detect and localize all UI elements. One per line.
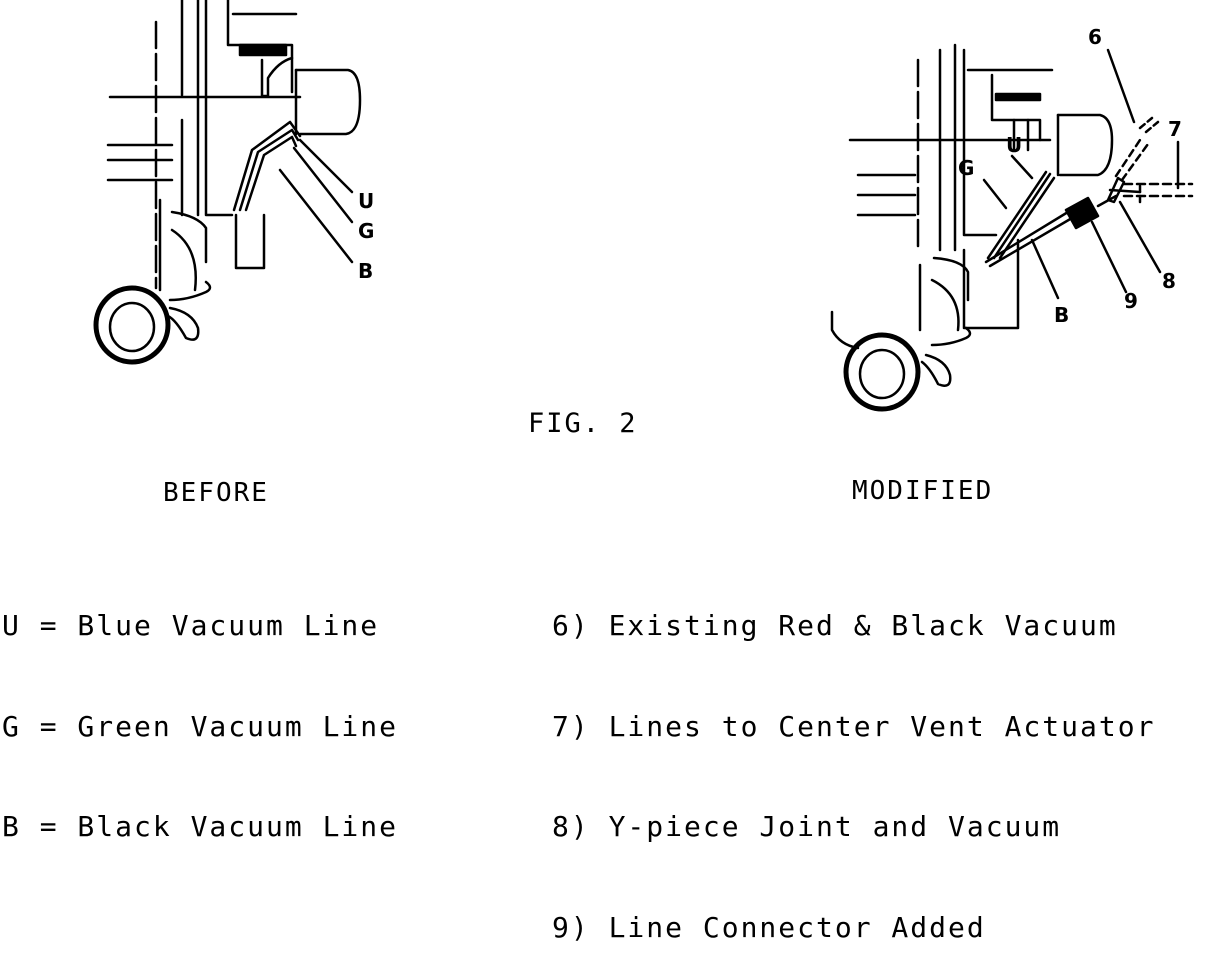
- figure-caption: FIG. 2: [528, 408, 638, 439]
- modified-callout-7: 7: [1168, 117, 1182, 141]
- legend-item-b: B = Black Vacuum Line: [2, 810, 399, 843]
- before-diagram: [93, 0, 362, 365]
- modified-callout-g: G: [958, 156, 974, 180]
- legend-item-g: G = Green Vacuum Line: [2, 709, 399, 743]
- before-legend: U = Blue Vacuum Line G = Green Vacuum Li…: [2, 542, 398, 877]
- legend-item-u: U = Blue Vacuum Line: [2, 609, 380, 642]
- before-callout-u: U: [358, 189, 374, 213]
- modified-callout-6: 6: [1088, 25, 1102, 49]
- modified-callout-b: B: [1054, 303, 1069, 327]
- legend-item-8: 8) Y-piece Joint and Vacuum: [552, 810, 1062, 843]
- legend-item-7: 7) Lines to Center Vent Actuator: [552, 709, 1156, 743]
- before-callout-g: G: [358, 219, 374, 243]
- modified-heading: MODIFIED: [852, 476, 994, 506]
- modified-callout-8: 8: [1162, 269, 1176, 293]
- before-callout-b: B: [358, 259, 373, 283]
- modified-diagram: [830, 43, 1194, 412]
- modified-legend: 6) Existing Red & Black Vacuum 7) Lines …: [552, 542, 1155, 978]
- modified-callout-9: 9: [1124, 289, 1138, 313]
- modified-callout-u: U: [1006, 133, 1022, 157]
- legend-item-9: 9) Line Connector Added: [552, 910, 986, 944]
- legend-item-6: 6) Existing Red & Black Vacuum: [552, 609, 1118, 642]
- before-heading: BEFORE: [163, 478, 269, 508]
